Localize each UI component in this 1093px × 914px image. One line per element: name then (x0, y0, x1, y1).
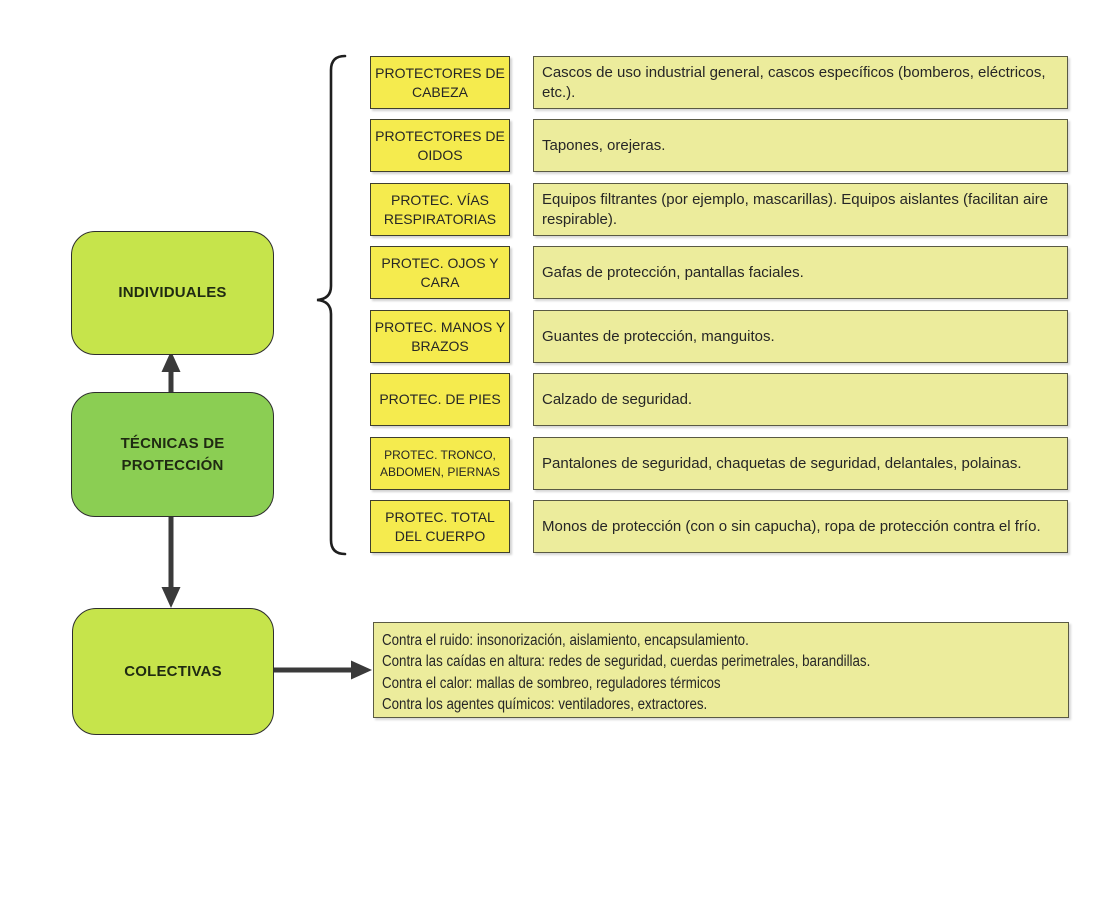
description-text: Tapones, orejeras. (542, 136, 666, 154)
label-box-protectores-cabeza: PROTECTORES DE CABEZA (370, 56, 510, 109)
label-text: PROTEC. DE PIES (379, 391, 501, 408)
description-text: Gafas de protección, pantallas faciales. (542, 263, 804, 281)
node-tecnicas-de-proteccion: TÉCNICAS DE PROTECCIÓN (71, 392, 274, 517)
description-box-oidos: Tapones, orejeras. (533, 119, 1068, 172)
description-box-ojos-cara: Gafas de protección, pantallas faciales. (533, 246, 1068, 299)
label-box-ojos-cara: PROTEC. OJOS Y CARA (370, 246, 510, 299)
label-text: PROTEC. MANOS Y BRAZOS (374, 318, 506, 354)
collective-line-quimicos: Contra los agentes químicos: ventiladore… (382, 696, 708, 713)
collective-line-ruido: Contra el ruido: insonorización, aislami… (382, 631, 749, 649)
description-text: Cascos de uso industrial general, cascos… (542, 63, 1046, 101)
description-box-total-cuerpo: Monos de protección (con o sin capucha),… (533, 500, 1068, 553)
label-box-tronco-abdomen-piernas: PROTEC. TRONCO, ABDOMEN, PIERNAS (370, 437, 510, 490)
description-text: Calzado de seguridad. (542, 390, 693, 408)
label-box-protectores-oidos: PROTECTORES DE OIDOS (370, 119, 510, 172)
node-root-label: TÉCNICAS DE PROTECCIÓN (120, 434, 225, 474)
arrow-colectivas-to-box (274, 660, 372, 680)
label-box-total-cuerpo: PROTEC. TOTAL DEL CUERPO (370, 500, 510, 553)
collective-line-calor: Contra el calor: mallas de sombreo, regu… (382, 674, 721, 692)
label-box-vias-respiratorias: PROTEC. VÍAS RESPIRATORIAS (370, 183, 510, 236)
brace-individuales (316, 54, 347, 556)
label-box-manos-brazos: PROTEC. MANOS Y BRAZOS (370, 310, 510, 363)
description-box-vias-respiratorias: Equipos filtrantes (por ejemplo, mascari… (533, 183, 1068, 236)
description-text: Monos de protección (con o sin capucha),… (542, 517, 1041, 535)
description-text: Equipos filtrantes (por ejemplo, mascari… (542, 190, 1049, 228)
label-text: PROTECTORES DE CABEZA (375, 64, 505, 100)
description-text: Pantalones de seguridad, chaquetas de se… (542, 454, 1022, 472)
description-box-cabeza: Cascos de uso industrial general, cascos… (533, 56, 1068, 109)
description-box-tronco-abdomen-piernas: Pantalones de seguridad, chaquetas de se… (533, 437, 1068, 490)
description-box-pies: Calzado de seguridad. (533, 373, 1068, 426)
arrow-root-to-colectivas (161, 514, 181, 608)
node-individuales: INDIVIDUALES (71, 231, 274, 355)
description-text: Guantes de protección, manguitos. (542, 327, 775, 345)
label-text: PROTEC. VÍAS RESPIRATORIAS (383, 191, 497, 227)
label-text: PROTEC. TRONCO, ABDOMEN, PIERNAS (379, 448, 501, 479)
node-colectivas: COLECTIVAS (72, 608, 274, 735)
arrow-root-to-individuales (161, 351, 181, 393)
label-text: PROTEC. TOTAL DEL CUERPO (385, 508, 495, 544)
label-text: PROTEC. OJOS Y CARA (381, 254, 499, 290)
node-individuales-label: INDIVIDUALES (118, 284, 227, 302)
description-box-manos-brazos: Guantes de protección, manguitos. (533, 310, 1068, 363)
node-colectivas-label: COLECTIVAS (124, 662, 222, 680)
collective-line-caidas: Contra las caídas en altura: redes de se… (382, 653, 871, 670)
label-text: PROTECTORES DE OIDOS (375, 127, 505, 163)
collective-description-box: Contra el ruido: insonorización, aislami… (373, 622, 1069, 718)
label-box-pies: PROTEC. DE PIES (370, 373, 510, 426)
